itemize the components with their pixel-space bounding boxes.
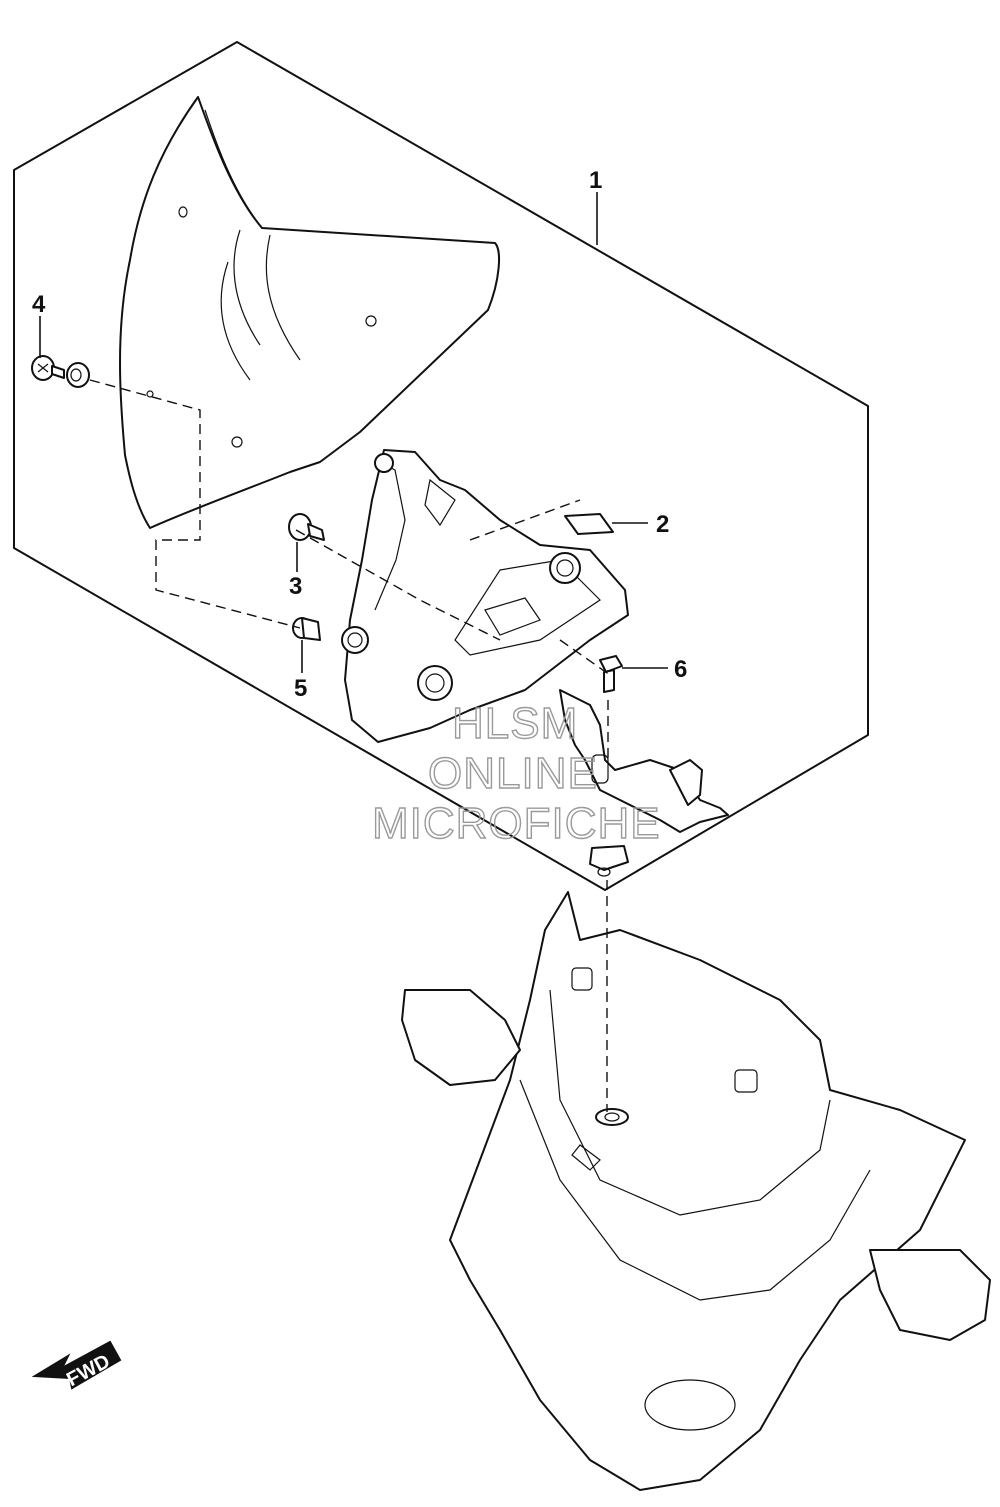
callout-3: 3	[289, 573, 302, 600]
watermark-line-3: MICROFICHE	[372, 799, 661, 848]
part-3-screw	[288, 513, 325, 541]
fwd-badge: FWD	[0, 0, 122, 1391]
watermark: HLSM ONLINE MICROFICHE	[371, 698, 661, 848]
mount-plate	[559, 689, 729, 833]
callout-2: 2	[656, 511, 669, 538]
arrow-left-down-icon	[0, 0, 36, 1378]
part-2-pad	[564, 513, 614, 535]
callout-4: 4	[32, 291, 46, 318]
fwd-arrow-shape	[31, 1340, 122, 1390]
front-fairing	[401, 891, 991, 1491]
screen-bracket	[341, 449, 629, 743]
kit-boundary	[13, 41, 869, 891]
callout-1: 1	[589, 167, 602, 194]
callout-5: 5	[294, 675, 307, 702]
watermark-line-2: ONLINE	[428, 749, 598, 798]
watermark-line-1: HLSM	[452, 699, 578, 748]
callout-6: 6	[674, 656, 687, 683]
part-4-screw-washer	[31, 355, 90, 388]
windscreen	[119, 96, 500, 529]
rubber-grommet	[589, 845, 629, 877]
part-5-collar	[292, 617, 321, 641]
part-6-bolt	[599, 655, 623, 693]
